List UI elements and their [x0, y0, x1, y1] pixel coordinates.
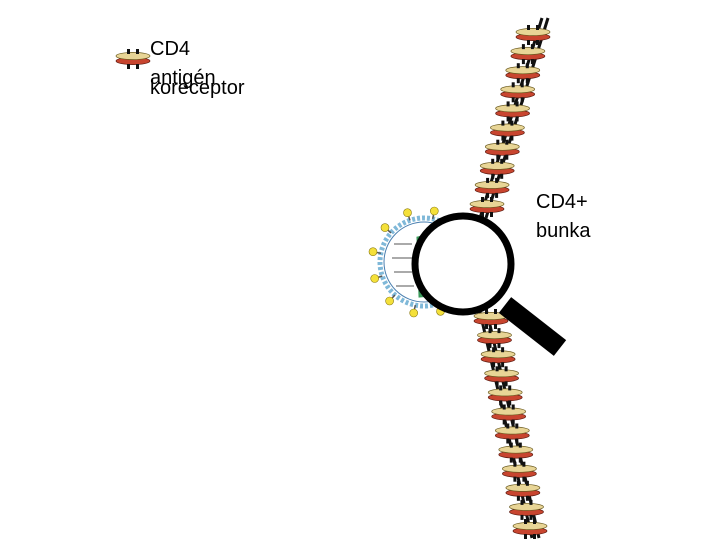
cell-label-line2: bunka — [536, 220, 591, 242]
legend-label-cd4: CD4 — [150, 38, 190, 60]
cd4-receptor — [490, 121, 524, 141]
gp120-spike — [404, 209, 412, 217]
legend-label-coreceptor: koreceptor — [150, 77, 245, 99]
cd4-receptor — [499, 443, 533, 463]
cd4-receptor — [496, 101, 530, 121]
gp120-spike — [371, 275, 379, 283]
gp120-spike — [369, 248, 377, 256]
cd4-receptor — [513, 519, 547, 539]
gp120-spike — [410, 309, 418, 317]
membrane-receptors-lower — [474, 309, 547, 539]
legend-receptor-icon — [116, 49, 150, 69]
gp120-spike — [430, 207, 438, 215]
cell-label: CD4+ bunka — [536, 188, 616, 246]
cell-label-line1: CD4+ — [536, 191, 588, 213]
gp120-spike — [386, 297, 394, 305]
gp120-spike — [381, 224, 389, 232]
